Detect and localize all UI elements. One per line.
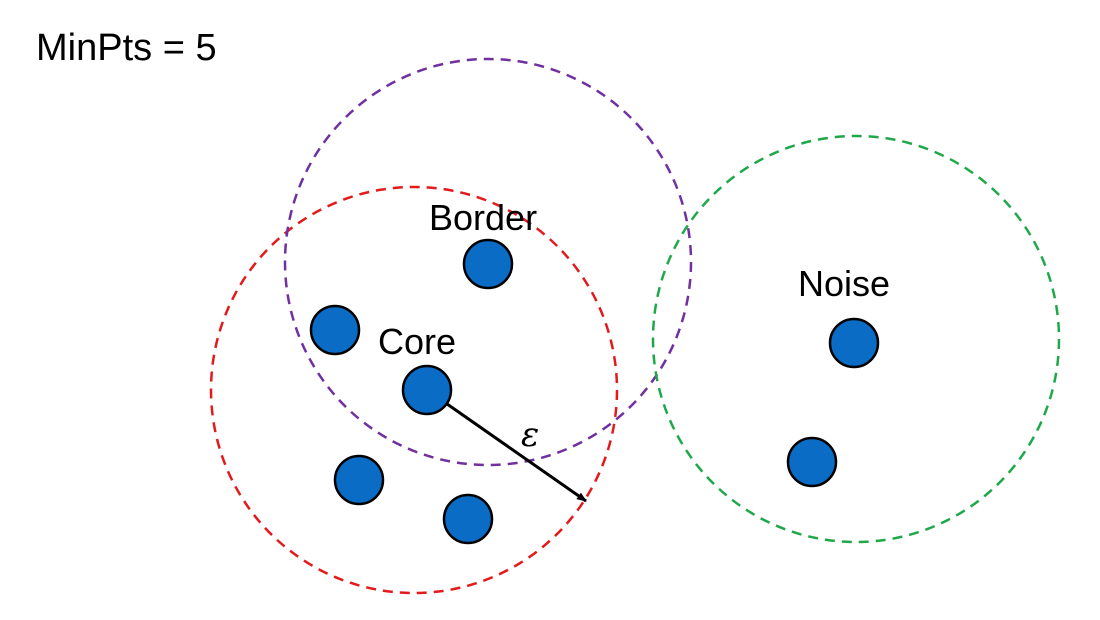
minpts-label: MinPts = 5	[36, 27, 217, 69]
data-point	[786, 436, 838, 488]
data-point-border	[462, 238, 514, 290]
epsilon-label: ε	[521, 415, 539, 455]
epsilon-radius-arrow	[426, 388, 587, 503]
core-neighborhood-circle	[209, 185, 619, 595]
data-point	[442, 493, 494, 545]
core-label: Core	[378, 321, 456, 362]
data-points	[309, 238, 880, 545]
border-neighborhood-circle	[283, 57, 693, 467]
border-label: Border	[429, 197, 537, 238]
data-point-noise	[828, 317, 880, 369]
data-point	[333, 454, 385, 506]
data-point-core	[401, 364, 453, 416]
data-point	[309, 304, 361, 356]
noise-label: Noise	[798, 263, 890, 304]
noise-neighborhood-circle	[651, 134, 1061, 544]
